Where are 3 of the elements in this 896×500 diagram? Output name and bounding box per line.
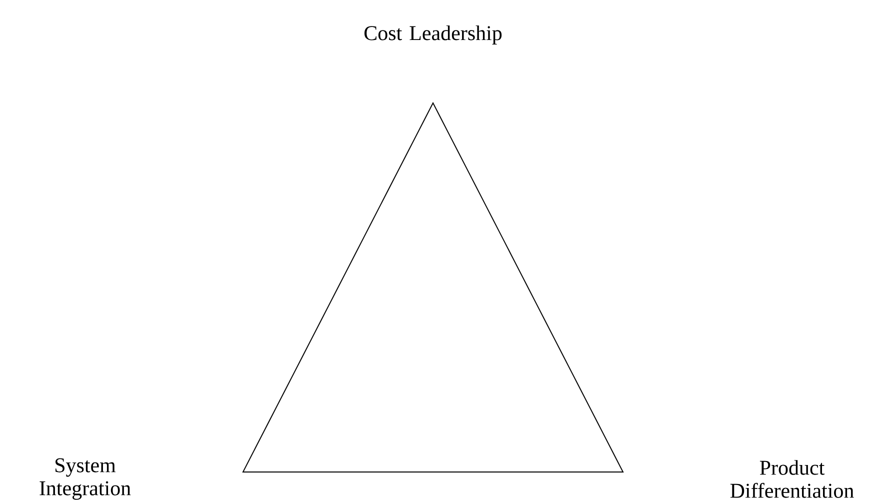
vertex-label: System Integration <box>40 458 131 500</box>
vertex-label: Product Differentiation <box>730 460 854 498</box>
vertex-label: Cost Leadership <box>364 25 502 45</box>
